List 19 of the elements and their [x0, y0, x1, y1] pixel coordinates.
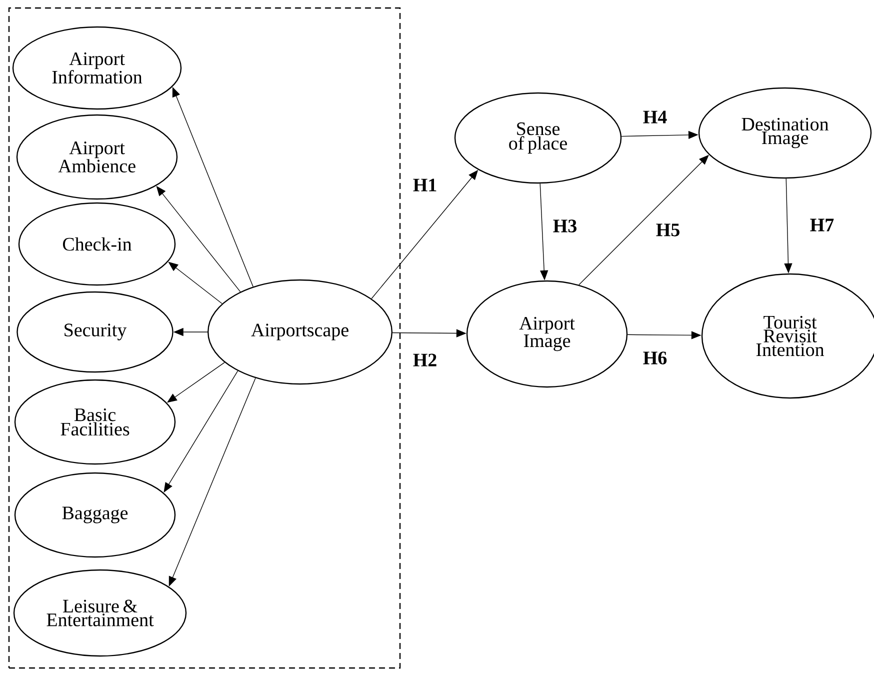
ellipse-node: Sense of place: [454, 92, 622, 184]
ellipse-node: Airport Image: [466, 280, 628, 388]
edge-label: H2: [412, 352, 438, 368]
ellipse-node: Check-in: [18, 202, 176, 286]
dashed-frame: [8, 7, 401, 669]
ellipse-node: Leisure & Entertainment: [13, 569, 187, 657]
ellipse-node: Basic Facilities: [14, 379, 176, 465]
edge-label: H7: [808, 218, 836, 232]
edge-label: H6: [642, 350, 668, 366]
ellipse-node: Airport Information: [12, 26, 182, 110]
ellipse-node: Security: [16, 291, 174, 373]
ellipse-node: Airportscape: [207, 279, 393, 385]
edge-label: H3: [552, 218, 578, 234]
edge-label: H1: [412, 178, 438, 192]
ellipse-node: Airport Ambience: [16, 114, 178, 200]
edge-label: H5: [654, 222, 682, 238]
ellipse-node: Destination Image: [698, 87, 872, 179]
edge-label: H4: [642, 110, 668, 124]
ellipse-node: Baggage: [14, 472, 176, 558]
